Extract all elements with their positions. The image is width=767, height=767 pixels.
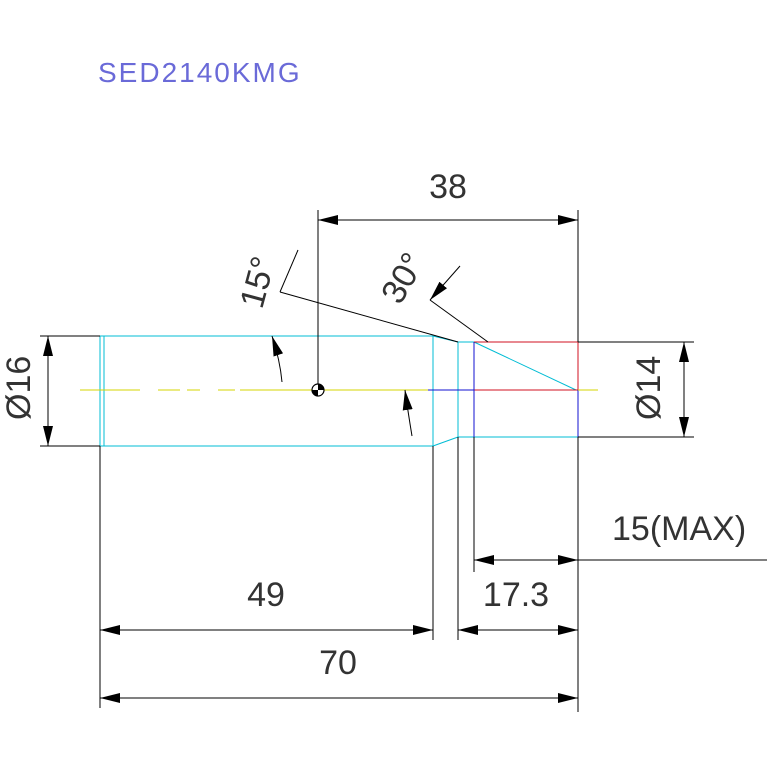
dim-dia-14 [578,341,694,438]
dim-38 [317,210,579,342]
dim-dia-16-label: Ø16 [0,356,38,420]
dim-17-3 [457,437,578,640]
dim-17-3-label: 17.3 [483,576,549,614]
drawing-title: SED2140KMG [98,57,302,88]
dim-49 [99,446,434,708]
part-body [99,335,578,447]
dim-15-max [473,437,767,712]
dim-angle-30-label: 30° [374,246,433,310]
dim-49-label: 49 [247,576,285,614]
dim-70-label: 70 [319,644,357,682]
dim-38-label: 38 [429,168,467,206]
dim-angle-15-label: 15° [233,253,283,313]
tip-region [428,341,579,437]
dim-angle-30 [429,265,489,343]
dim-dia-16 [40,335,100,447]
dim-15-max-label: 15(MAX) [612,510,746,548]
center-mark [311,336,325,397]
dim-angle-15 [271,249,459,437]
dim-dia-14-label: Ø14 [630,356,668,420]
